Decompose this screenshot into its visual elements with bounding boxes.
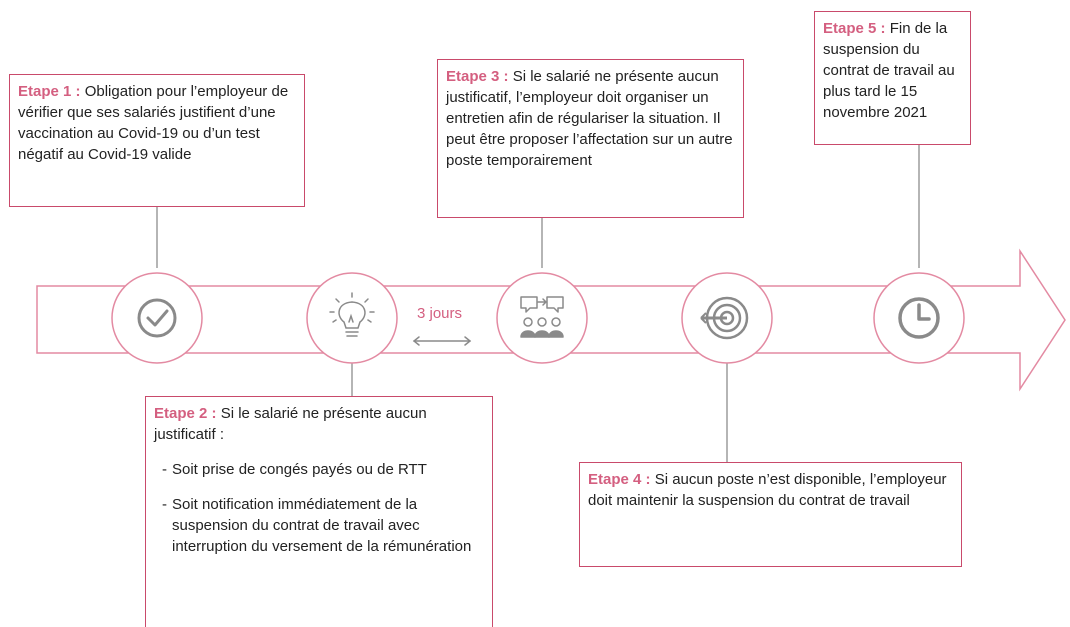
step-5-box: Etape 5 : Fin de la suspension du contra… xyxy=(814,11,971,145)
step-1-label: Etape 1 : xyxy=(18,83,81,100)
step-2-box: Etape 2 : Si le salarié ne présente aucu… xyxy=(145,396,493,627)
interval-label: 3 jours xyxy=(417,305,463,322)
step-2-label: Etape 2 : xyxy=(154,405,217,422)
step-2-item-2-text: Soit notification immédiatement de la su… xyxy=(172,496,472,555)
step-3-label: Etape 3 : xyxy=(446,68,509,85)
step-3-text: Si le salarié ne présente aucun justific… xyxy=(446,68,733,169)
lightbulb-icon xyxy=(329,292,375,337)
step-4-text: Si aucun poste n’est disponible, l’emplo… xyxy=(588,471,947,509)
step-4-box: Etape 4 : Si aucun poste n’est disponibl… xyxy=(579,462,962,567)
target-icon xyxy=(700,296,749,340)
step-2-text: Si le salarié ne présente aucun justific… xyxy=(154,405,427,443)
step-1-text: Obligation pour l’employeur de vérifier … xyxy=(18,83,289,163)
step-1-box: Etape 1 : Obligation pour l’employeur de… xyxy=(9,74,305,207)
step-1-circle xyxy=(111,272,203,364)
clock-icon xyxy=(898,297,940,339)
step-2-item-2: -Soit notification immédiatement de la s… xyxy=(162,496,472,555)
step-2-item-1: -Soit prise de congés payés ou de RTT xyxy=(162,461,427,478)
step-2-item-1-text: Soit prise de congés payés ou de RTT xyxy=(172,461,427,478)
interval-double-arrow xyxy=(412,336,472,346)
step-5-text: Fin de la suspension du contrat de trava… xyxy=(823,20,955,121)
step-5-label: Etape 5 : xyxy=(823,20,886,37)
meeting-people-icon xyxy=(520,296,564,338)
step-3-box: Etape 3 : Si le salarié ne présente aucu… xyxy=(437,59,744,218)
check-circle-icon xyxy=(137,298,177,338)
step-4-label: Etape 4 : xyxy=(588,471,651,488)
